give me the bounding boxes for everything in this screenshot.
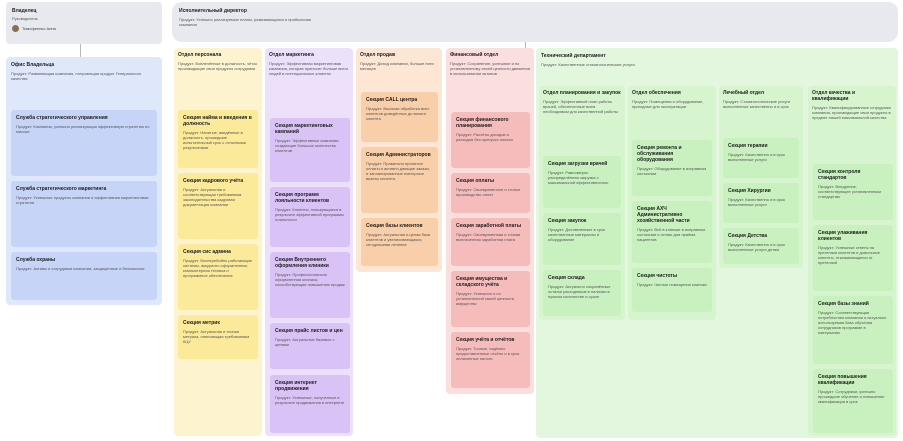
department-personnel[interactable]: Отдел персонала Продукт: Вовлечённые в д… bbox=[174, 48, 262, 436]
section-interior[interactable]: Секция Внутреннего оформления клиники Пр… bbox=[270, 252, 350, 318]
section-admin-household[interactable]: Секция АХЧ Административно хозяйственной… bbox=[632, 201, 712, 263]
section-administrators[interactable]: Секция Администраторов Продукт: Правильн… bbox=[361, 147, 438, 213]
section-doctor-load[interactable]: Секция загрузки врачей Продукт: Равномер… bbox=[543, 156, 621, 208]
office-section-security[interactable]: Служба охраны Продукт: Активы и сотрудни… bbox=[11, 252, 157, 300]
section-purchasing[interactable]: Секция закупок Продукт: Доставленные в с… bbox=[543, 213, 621, 265]
section-loyalty[interactable]: Секция программ лояльности клиентов Прод… bbox=[270, 187, 350, 247]
director-title: Исполнительный директор bbox=[179, 8, 247, 14]
director-desc: Продукт: Успешно реализуемые планы, разв… bbox=[179, 17, 312, 27]
avatar bbox=[12, 25, 19, 32]
section-equipment-repair[interactable]: Секция ремонта и обслуживания оборудован… bbox=[632, 140, 712, 196]
section-surgery[interactable]: Секция Хирургии Продукт: Качественно и в… bbox=[723, 183, 799, 223]
section-salary[interactable]: Секция заработной платы Продукт: Своевре… bbox=[451, 218, 530, 266]
section-pediatrics[interactable]: Секция Детства Продукт: Качественно и в … bbox=[723, 228, 799, 264]
office-section-strategy[interactable]: Служба стратегического управления Продук… bbox=[11, 110, 157, 176]
section-standards-control[interactable]: Секция контроля стандартов Продукт: Внед… bbox=[813, 164, 893, 220]
director-connector bbox=[525, 42, 526, 48]
office-section-marketing[interactable]: Служба стратегического маркетинга Продук… bbox=[11, 181, 157, 247]
section-payments[interactable]: Секция оплаты Продукт: Своевременное и т… bbox=[451, 173, 530, 213]
owner-person-name: Тимофеенко Анна bbox=[22, 26, 56, 31]
section-knowledge-base[interactable]: Секция базы знаний Продукт: Соответствую… bbox=[813, 296, 893, 364]
section-client-base[interactable]: Секция базы клиентов Продукт: Актуальная… bbox=[361, 218, 438, 266]
section-accounting-reports[interactable]: Секция учёта и отчётов Продукт: Точные, … bbox=[451, 332, 530, 388]
section-pricelists[interactable]: Секция прайс листов и цен Продукт: Актуа… bbox=[270, 323, 350, 369]
owner-office-desc: Продукт: Развивающая компания, получающа… bbox=[11, 71, 142, 81]
section-therapy[interactable]: Секция терапии Продукт: Качественно и в … bbox=[723, 138, 799, 178]
owner-role: Руководитель bbox=[12, 16, 38, 21]
owner-person: Тимофеенко Анна bbox=[12, 25, 156, 32]
section-warehouse[interactable]: Секция склада Продукт: Актуально сохранё… bbox=[543, 270, 621, 316]
owner-card[interactable]: Владелец Руководитель Тимофеенко Анна bbox=[6, 2, 162, 44]
section-sysadmin[interactable]: Секция сис админа Продукт: Бесперебойно … bbox=[178, 244, 258, 310]
section-cleanliness[interactable]: Секция чистоты Продукт: Чистые помещения… bbox=[632, 268, 712, 312]
owner-office-title: Офис Владельца bbox=[11, 62, 55, 68]
section-hr-records[interactable]: Секция кадрового учёта Продукт: Актуальн… bbox=[178, 173, 258, 239]
section-marketing-campaigns[interactable]: Секция маркетинговых кампаний Продукт: Э… bbox=[270, 118, 350, 182]
section-client-settlement[interactable]: Секция улаживания клиентов Продукт: Успе… bbox=[813, 225, 893, 291]
section-internet[interactable]: Секция интернет продвижения Продукт: Усп… bbox=[270, 375, 350, 433]
section-call-center[interactable]: Секция CALL центра Продукт: Высокая обра… bbox=[361, 92, 438, 142]
section-qualification[interactable]: Секция повышения квалификации Продукт: С… bbox=[813, 369, 893, 433]
section-property[interactable]: Секция имущества и складского учёта Прод… bbox=[451, 271, 530, 327]
owner-connector bbox=[80, 44, 81, 58]
owner-title: Владелец bbox=[12, 8, 37, 14]
director-card[interactable]: Исполнительный директор Продукт: Успешно… bbox=[172, 2, 898, 42]
section-finance-planning[interactable]: Секция финансового планирования Продукт:… bbox=[451, 112, 530, 168]
section-metrics[interactable]: Секция метрик Продукт: Актуальная и точн… bbox=[178, 315, 258, 359]
section-hiring[interactable]: Секция найма и введения в должность Прод… bbox=[178, 110, 258, 168]
